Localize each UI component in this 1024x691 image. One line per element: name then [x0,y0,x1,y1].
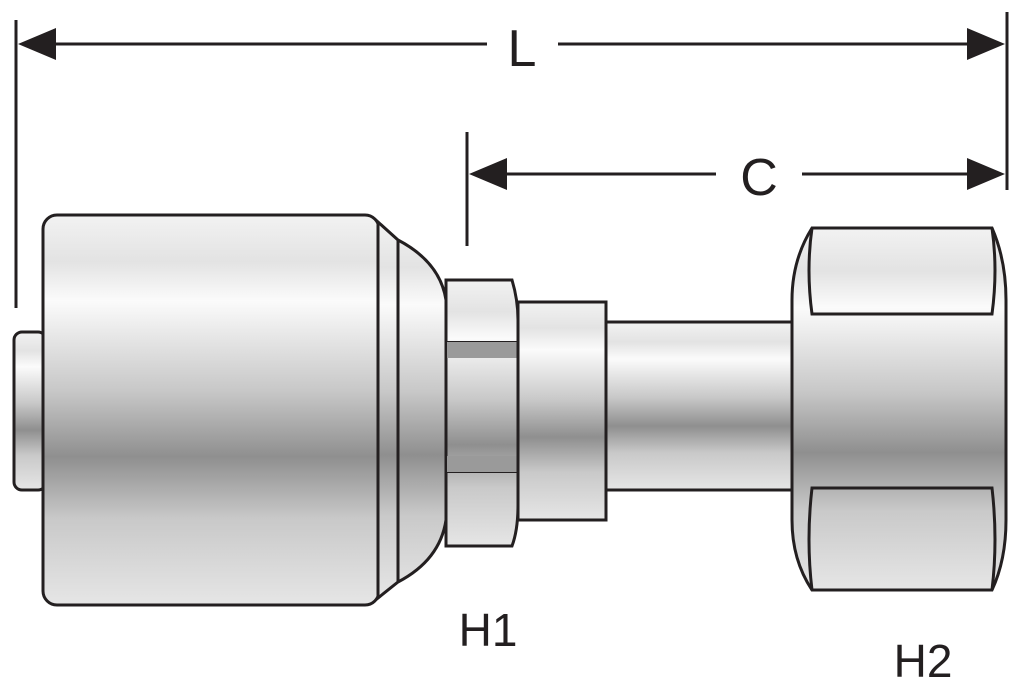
part-label-h2: H2 [894,635,953,687]
arrowhead-l-left [18,28,56,60]
dimension-label-c: C [740,149,778,207]
arrowhead-c-right [967,158,1005,190]
hex-h1 [444,278,520,548]
arrowhead-c-left [469,158,507,190]
part-label-h1: H1 [459,604,518,656]
ferrule-taper [376,218,448,602]
hose-stub [12,330,48,492]
tube [604,320,798,492]
arrowhead-l-right [967,28,1005,60]
dimension-label-l: L [508,20,537,78]
hex-nut-h2 [790,226,1008,592]
ferrule-shell [41,213,381,607]
hex-h1-band-bottom [447,456,517,472]
collar [516,300,608,522]
hex-h1-band-top [447,342,517,358]
